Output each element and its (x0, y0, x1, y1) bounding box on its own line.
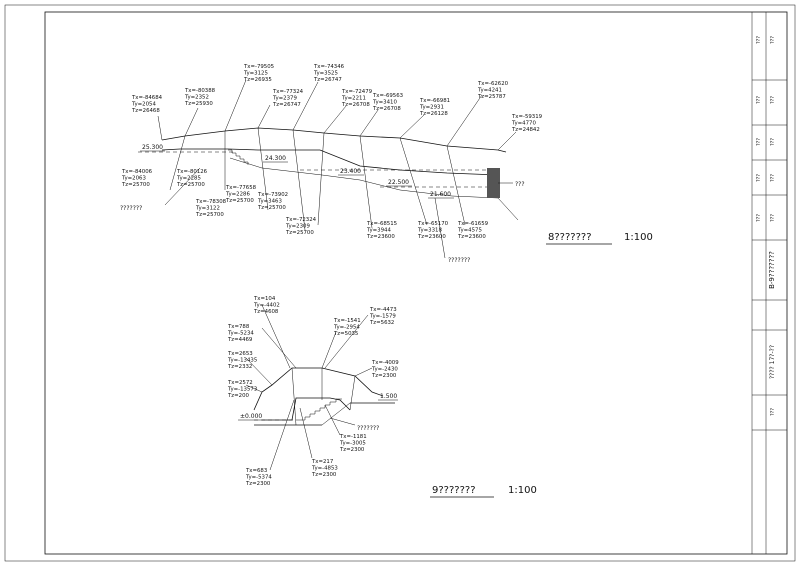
drawing-scale: 1:100 (508, 485, 537, 496)
leader-line (359, 109, 379, 137)
leader-line (399, 114, 425, 139)
elevation-mark: 21.600 (430, 191, 451, 198)
title-block-cell: ??? (756, 96, 762, 104)
leader-line (269, 399, 295, 471)
inner-profile (161, 148, 499, 176)
leader-line (261, 327, 297, 369)
elevation-mark: 23.400 (340, 168, 361, 175)
leader-line (245, 357, 273, 386)
section-line (359, 135, 373, 229)
hatch-zone (487, 168, 500, 198)
elevation-mark: 24.300 (265, 155, 286, 162)
drawing-number: ???? 17?-?? (769, 345, 776, 379)
section-line (292, 129, 306, 231)
section-line (446, 145, 466, 226)
title-block-cell: ??? (756, 214, 762, 222)
title-block: ??? ??? ??? ??? ??? ??? ??? ??? ??? ??? … (751, 12, 787, 554)
outer-profile (253, 367, 384, 411)
sheet-name: B-9??????? (768, 251, 776, 289)
leader-line (497, 131, 517, 151)
title-block-stamp: ??? (770, 408, 776, 416)
leader-line (324, 314, 369, 369)
leader-line (354, 367, 373, 377)
leader-line (292, 81, 319, 131)
leader-line (323, 105, 347, 134)
note-leader (434, 197, 446, 259)
note-text: ??????? (120, 205, 142, 212)
drawing-scale: 1:100 (624, 232, 653, 243)
elevation-mark: 22.500 (388, 179, 409, 186)
elevation-mark: ±0.000 (240, 413, 262, 420)
section-line (399, 137, 428, 226)
note-leader (329, 417, 356, 426)
title-block-cell: ??? (770, 138, 776, 146)
drawing-title: 9??????? (432, 485, 476, 496)
section-line (257, 127, 269, 211)
title-block-cell: ??? (756, 174, 762, 182)
leader-line (324, 404, 341, 436)
title-block-cell: ??? (770, 96, 776, 104)
drawing-frame (44, 11, 788, 555)
leader-line (245, 384, 263, 393)
leader-line (299, 407, 313, 459)
note-text: ??????? (357, 425, 379, 432)
leader-line (446, 94, 483, 147)
title-block-cell: ??? (770, 174, 776, 182)
section-line (169, 135, 186, 191)
elevation-mark: 25.300 (142, 144, 163, 151)
note-text: ??? (515, 181, 525, 188)
elevation-mark: 1.500 (380, 393, 397, 400)
leader-line (261, 304, 291, 369)
outer-profile (161, 127, 507, 153)
note-text: ??????? (448, 257, 470, 264)
note-leader (164, 167, 201, 206)
leader-line (184, 107, 199, 137)
inner-profile (262, 397, 351, 421)
section-8-drawing: 25.300 24.300 23.400 22.500 21.600 ?????… (120, 64, 653, 264)
leader-line (321, 331, 337, 369)
outer-border (4, 4, 796, 562)
title-block-cell: ??? (770, 36, 776, 44)
title-block-cell: ??? (756, 138, 762, 146)
leader-line (257, 104, 271, 129)
stair-steps (300, 398, 342, 421)
title-block-cell: ??? (756, 36, 762, 44)
leader-line (157, 115, 163, 141)
section-line (317, 132, 325, 226)
drawing-title: 8??????? (548, 232, 592, 243)
leader-line (224, 79, 247, 132)
title-block-cell: ??? (770, 214, 776, 222)
